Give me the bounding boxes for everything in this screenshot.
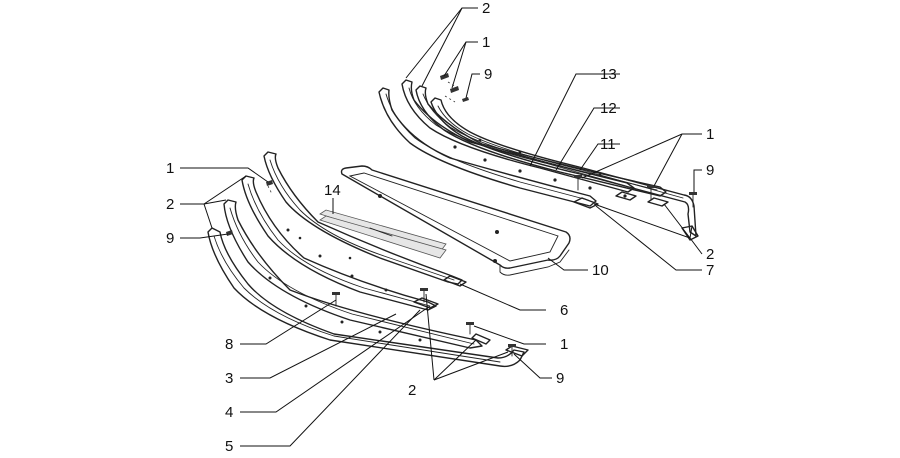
rubber-strip [319,209,447,259]
callout-9-top: 9 [484,66,492,83]
right-trim-strip [430,97,697,237]
floor-panel [340,165,571,276]
callout-11: 11 [600,136,616,153]
right-top-rivets [440,73,469,103]
callout-1-right: 1 [706,126,714,143]
callout-9-right: 9 [706,162,714,179]
callout-9-left: 9 [166,230,174,247]
callout-1-lower: 1 [560,336,568,353]
callout-2-top: 2 [482,0,490,17]
right-rail-assembly [378,73,699,241]
left-rail-4 [223,199,483,349]
right-side-screws [574,175,697,208]
left-inner-rail [263,151,463,285]
callout-5: 5 [225,438,233,455]
callout-7: 7 [706,262,714,279]
floor-panel-body [340,165,571,269]
callout-2-right: 2 [706,246,714,263]
callout-13: 13 [600,66,617,83]
callout-10: 10 [592,262,609,279]
callout-12: 12 [600,100,617,117]
callout-1-left: 1 [166,160,174,177]
right-outer-rail [378,87,597,207]
callout-4: 4 [225,404,233,421]
callout-6: 6 [560,302,568,319]
callout-8: 8 [225,336,233,353]
left-rail-assembly [207,151,529,368]
leader-lines [180,7,703,447]
callout-2-bottom: 2 [408,382,416,399]
callout-14: 14 [324,182,341,199]
left-screws [332,288,516,357]
callout-9-bottom: 9 [556,370,564,387]
callout-3: 3 [225,370,233,387]
callout-2-left: 2 [166,196,174,213]
left-rail-5 [207,227,525,368]
callout-1-top: 1 [482,34,490,51]
callout-numbers: 2 1 9 13 12 11 1 9 2 7 10 14 1 2 9 6 1 8… [166,0,714,455]
